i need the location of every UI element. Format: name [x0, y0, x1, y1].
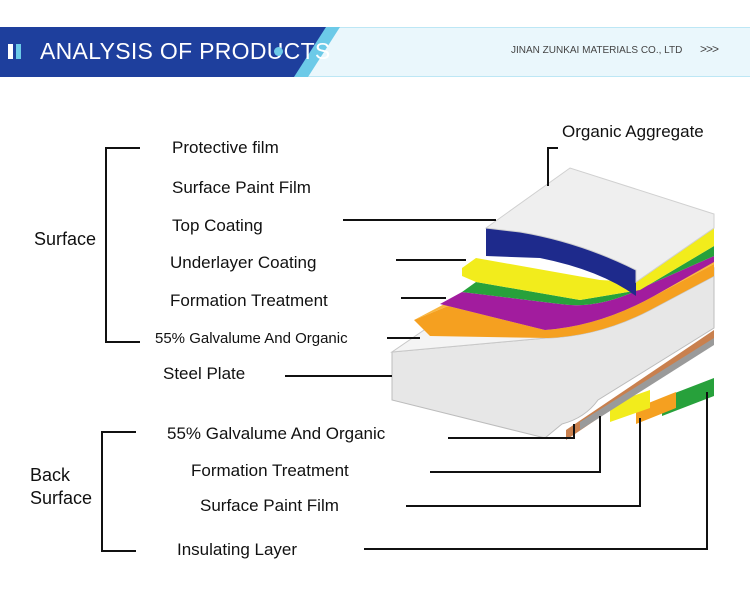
- header-bar-icon: [16, 44, 21, 59]
- back-yellow-layer: [610, 390, 650, 422]
- white-protective-layer: [484, 167, 715, 283]
- group-label-back-2: Surface: [30, 488, 93, 508]
- label-steel-plate: Steel Plate: [163, 364, 246, 383]
- label-organic-aggregate: Organic Aggregate: [562, 122, 704, 141]
- more-chevron-link[interactable]: >>>: [700, 42, 719, 56]
- group-label-surface: Surface: [34, 229, 97, 249]
- label-formation-treatment: Formation Treatment: [170, 291, 328, 310]
- company-name: JINAN ZUNKAI MATERIALS CO., LTD: [511, 45, 683, 56]
- header-bar-icon: [8, 44, 13, 59]
- leader-back-formation: [430, 416, 601, 473]
- label-top-coating: Top Coating: [172, 216, 263, 235]
- back-orange-layer: [636, 392, 676, 424]
- leader-organic-aggregate: [547, 147, 558, 186]
- leader-lines: [101, 147, 708, 552]
- header-banner: ANALYSIS OF PRODUCTS JINAN ZUNKAI MATERI…: [0, 27, 750, 77]
- header-dot-icon: [274, 47, 283, 56]
- label-underlayer-coating: Underlayer Coating: [170, 253, 317, 272]
- label-surface-paint-film: Surface Paint Film: [172, 178, 311, 197]
- bracket-back: [101, 431, 136, 552]
- back-gray-layer: [580, 338, 714, 430]
- bracket-surface: [105, 147, 140, 343]
- header-title-panel: [0, 27, 326, 77]
- group-label-back-1: Back: [30, 465, 71, 485]
- label-back-galvalume-organic: 55% Galvalume And Organic: [167, 424, 386, 443]
- label-protective-film: Protective film: [172, 138, 279, 157]
- yellow-topcoat-layer: [462, 228, 714, 300]
- navy-paint-layer: [486, 228, 636, 296]
- orange-galvalume-layer: [414, 264, 714, 338]
- leader-insulating: [364, 392, 708, 550]
- label-galvalume-organic: 55% Galvalume And Organic: [155, 330, 348, 347]
- label-back-formation-treatment: Formation Treatment: [191, 461, 349, 480]
- label-back-surface-paint-film: Surface Paint Film: [200, 496, 339, 515]
- leader-back-galvalume: [448, 424, 575, 439]
- label-insulating-layer: Insulating Layer: [177, 540, 298, 559]
- magenta-formation-layer: [440, 256, 714, 330]
- leader-back-paint: [406, 418, 641, 507]
